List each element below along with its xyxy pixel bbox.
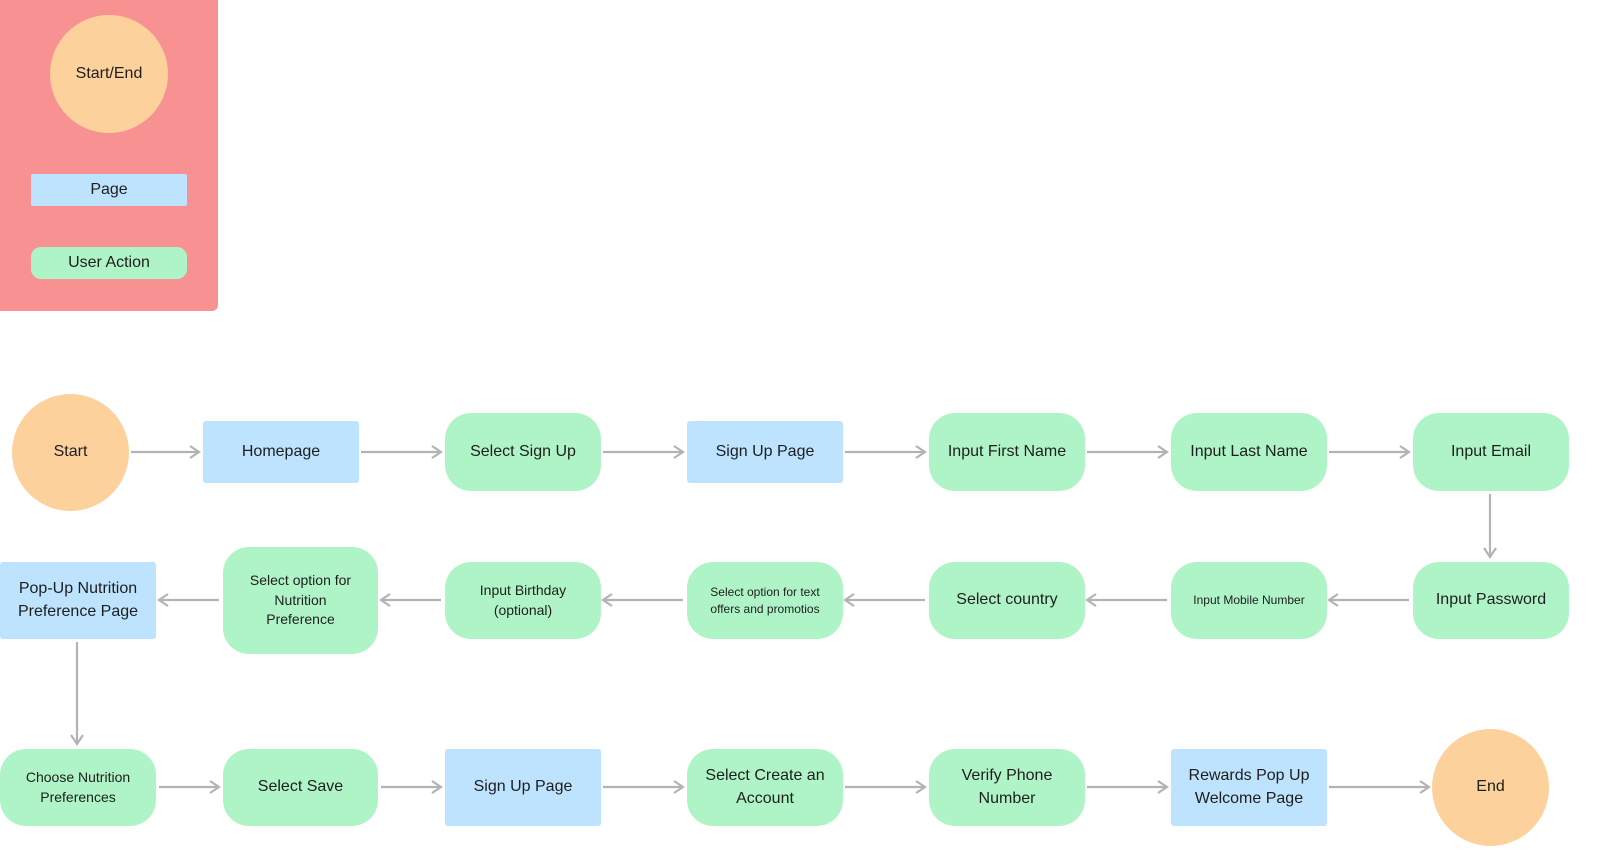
node-input-password: Input Password (1413, 562, 1569, 639)
node-select-nutrition-option: Select option for Nutrition Preference (223, 547, 378, 654)
legend-start-end: Start/End (50, 15, 168, 133)
legend-user-action-label: User Action (68, 253, 150, 271)
node-verify-phone: Verify Phone Number (929, 749, 1085, 826)
node-sign-up-page: Sign Up Page (687, 421, 843, 483)
node-homepage: Homepage (203, 421, 359, 483)
node-start: Start (12, 394, 129, 511)
legend-page: Page (31, 174, 187, 206)
node-popup-nutrition-page: Pop-Up Nutrition Preference Page (0, 562, 156, 639)
node-select-create-account: Select Create an Account (687, 749, 843, 826)
node-select-country: Select country (929, 562, 1085, 639)
legend-user-action: User Action (31, 247, 187, 279)
node-sign-up-page-2: Sign Up Page (445, 749, 601, 826)
node-end: End (1432, 729, 1549, 846)
node-choose-nutrition: Choose Nutrition Preferences (0, 749, 156, 826)
node-select-text-offers: Select option for text offers and promot… (687, 562, 843, 639)
node-input-mobile-number: Input Mobile Number (1171, 562, 1327, 639)
node-input-first-name: Input First Name (929, 413, 1085, 491)
node-input-last-name: Input Last Name (1171, 413, 1327, 491)
legend-start-end-label: Start/End (75, 64, 143, 82)
legend-panel: Start/End Page User Action (0, 0, 218, 311)
node-select-save: Select Save (223, 749, 378, 826)
node-input-email: Input Email (1413, 413, 1569, 491)
node-input-birthday: Input Birthday (optional) (445, 562, 601, 639)
legend-page-label: Page (90, 180, 128, 198)
node-select-sign-up: Select Sign Up (445, 413, 601, 491)
node-rewards-popup: Rewards Pop Up Welcome Page (1171, 749, 1327, 826)
